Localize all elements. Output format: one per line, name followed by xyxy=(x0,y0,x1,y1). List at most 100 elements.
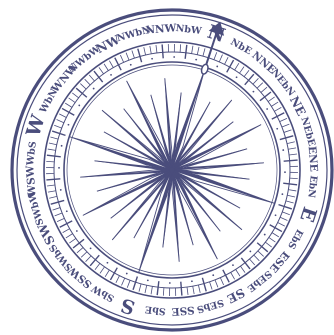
compass-dot xyxy=(173,56,175,58)
compass-tick xyxy=(287,142,295,144)
compass-point-label: SbW xyxy=(90,282,117,304)
compass-tick xyxy=(289,154,297,155)
compass-tick xyxy=(214,52,217,59)
compass-tick xyxy=(55,213,62,216)
compass-tick xyxy=(283,183,297,185)
compass-dot xyxy=(195,59,197,61)
compass-tick xyxy=(187,287,188,295)
compass-tick xyxy=(139,284,141,292)
compass-tick xyxy=(47,155,61,157)
compass-point-label: SE xyxy=(225,285,247,306)
compass-tick xyxy=(288,148,296,149)
compass-tick xyxy=(257,83,263,89)
compass-tick xyxy=(80,84,86,89)
compass-point-label: WSW xyxy=(24,165,39,198)
compass-tick xyxy=(197,47,199,55)
compass-dot xyxy=(58,167,60,169)
compass-tick xyxy=(236,269,240,276)
compass-tick xyxy=(239,67,244,74)
compass-dot xyxy=(284,171,286,173)
compass-dot xyxy=(147,279,149,281)
compass-tick xyxy=(192,46,193,54)
compass-tick xyxy=(258,251,264,256)
compass-dot xyxy=(61,145,63,147)
compass-dot xyxy=(76,230,78,232)
compass-tick xyxy=(54,125,61,128)
compass-tick xyxy=(104,64,108,71)
north-pointer-icon xyxy=(200,22,224,75)
compass-tick xyxy=(231,272,235,279)
compass-tick xyxy=(282,212,289,215)
compass-tick xyxy=(215,280,218,287)
compass-dot xyxy=(282,149,284,151)
compass-tick xyxy=(225,57,229,64)
compass-tick xyxy=(57,218,64,221)
compass-tick xyxy=(272,233,279,237)
compass-tick xyxy=(48,149,56,150)
compass-tick xyxy=(86,256,91,262)
compass-dot xyxy=(107,262,109,264)
compass-tick xyxy=(66,234,73,238)
compass-dot xyxy=(253,91,255,93)
compass-tick xyxy=(244,70,249,76)
compass-tick xyxy=(95,263,100,269)
compass-tick xyxy=(282,124,289,127)
compass-point-label: EbN xyxy=(305,175,319,199)
compass-dot xyxy=(191,280,193,282)
compass-tick xyxy=(89,75,94,81)
compass-tick xyxy=(47,185,55,186)
compass-tick xyxy=(150,46,151,54)
compass-tick xyxy=(163,288,164,296)
compass-dot xyxy=(281,193,283,195)
compass-tick xyxy=(240,266,245,273)
compass-tick xyxy=(202,278,206,291)
compass-point-label: SEbS xyxy=(195,297,225,315)
compass-point-label: EbS xyxy=(285,227,305,251)
compass-tick xyxy=(250,259,255,265)
compass-dot xyxy=(151,58,153,60)
compass-tick xyxy=(254,255,260,261)
compass-tick xyxy=(286,201,294,203)
compass-tick xyxy=(116,276,120,283)
compass-tick xyxy=(280,118,287,121)
compass-tick xyxy=(132,51,135,59)
compass-tick xyxy=(53,208,61,211)
compass-dot xyxy=(78,105,80,107)
compass-dot xyxy=(275,214,277,216)
compass-tick xyxy=(269,237,276,242)
compass-point-label: NbW xyxy=(175,23,202,37)
compass-tick xyxy=(49,143,57,145)
compass-tick xyxy=(120,55,123,62)
compass-tick xyxy=(271,102,278,106)
compass-dot xyxy=(236,76,238,78)
compass-tick xyxy=(100,267,105,274)
compass-tick xyxy=(253,78,258,84)
compass-tick xyxy=(157,281,159,295)
compass-tick xyxy=(288,190,296,191)
compass-dot xyxy=(130,64,132,66)
compass-tick xyxy=(81,252,87,258)
compass-tick xyxy=(274,107,281,111)
compass-tick xyxy=(279,205,292,209)
compass-tick xyxy=(46,161,54,162)
compass-tick xyxy=(162,44,163,58)
compass-dot xyxy=(169,282,171,284)
compass-dot xyxy=(264,234,266,236)
compass-dot xyxy=(60,189,62,191)
compass-point-label: NE xyxy=(287,94,309,118)
compass-tick xyxy=(99,67,104,74)
compass-tick xyxy=(219,55,222,62)
compass-tick xyxy=(63,229,70,233)
compass-tick xyxy=(284,160,298,161)
compass-dot xyxy=(266,108,268,110)
compass-dot xyxy=(68,124,70,126)
compass-tick xyxy=(185,45,187,59)
compass-tick xyxy=(210,282,213,290)
compass-tick xyxy=(290,178,298,179)
compass-tick xyxy=(65,103,72,107)
compass-tick xyxy=(127,280,130,287)
compass-point-label: NEbE xyxy=(298,116,317,148)
compass-point-label: SSE xyxy=(171,304,195,318)
